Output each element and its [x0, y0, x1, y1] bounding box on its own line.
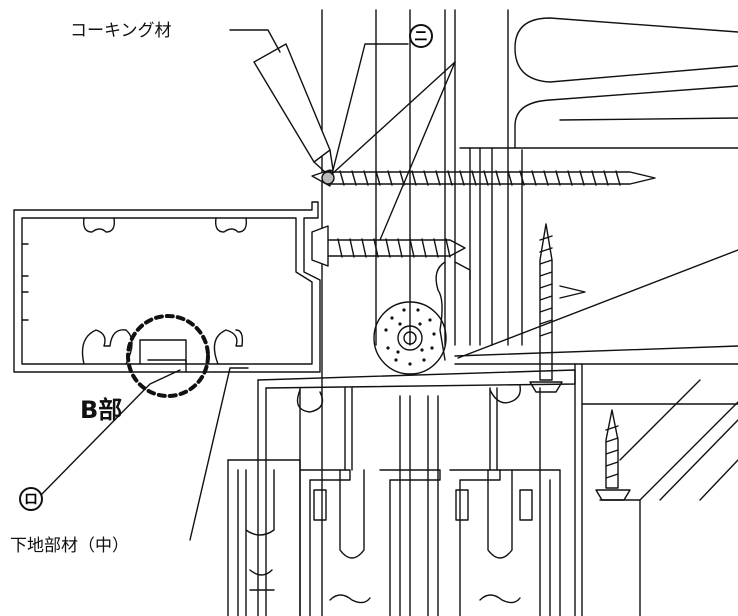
- ledger-boards: [454, 345, 738, 616]
- short-screw: [311, 225, 466, 267]
- part-b-circle: [126, 314, 210, 398]
- gasket-clip: [435, 261, 471, 361]
- marker-ro: ロ: [19, 487, 43, 511]
- wall-lines: [321, 9, 738, 616]
- lower-frame: [227, 369, 576, 616]
- insulation-wedges: [514, 17, 738, 149]
- part-b-label: B部: [80, 396, 123, 424]
- vertical-screws: [529, 223, 631, 501]
- long-screw: [311, 169, 656, 187]
- caulking-material-label: コーキング材: [70, 21, 172, 41]
- leader-lines: [39, 43, 738, 541]
- caulking-gun: [229, 29, 335, 185]
- upper-profile: [13, 201, 321, 373]
- marker-ni: ニ: [409, 24, 433, 48]
- round-spacer: [373, 301, 447, 375]
- lower-base-member-label: 下地部材（中）: [10, 536, 129, 556]
